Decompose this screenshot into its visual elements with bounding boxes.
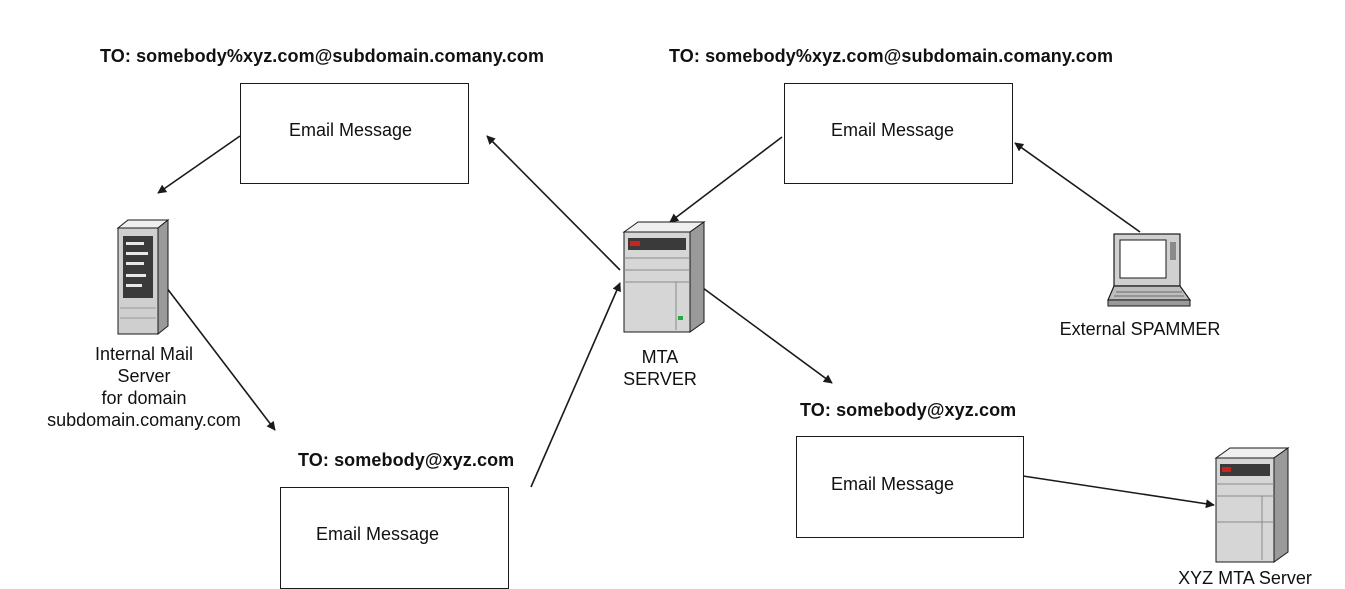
email-message-label: Email Message <box>831 474 955 494</box>
email-message-box-top-left: Email Message <box>240 83 469 184</box>
arrow-message-to-xyz-server <box>1022 475 1215 509</box>
arrow-mta-to-forward-label <box>702 287 833 384</box>
external-spammer-caption: External SPAMMER <box>1059 319 1221 339</box>
address-label-relay-left: TO: somebody%xyz.com@subdomain.comany.co… <box>100 46 545 66</box>
caption-line: SERVER <box>623 369 697 389</box>
arrow-message-to-mta <box>669 136 783 223</box>
laptop-icon <box>1107 233 1192 307</box>
caption-line: MTA <box>641 347 679 367</box>
address-label-return-left: TO: somebody@xyz.com <box>298 450 515 470</box>
caption-line: for domain <box>101 388 187 408</box>
arrow-spammer-to-message <box>1014 142 1141 233</box>
internal-mail-server-icon <box>116 218 170 336</box>
arrow-internal-server-to-message <box>162 282 276 431</box>
arrow-mta-to-message <box>486 135 621 271</box>
internal-mail-server-caption: Internal Mail Server for domain subdomai… <box>30 343 258 431</box>
address-label-forward-right: TO: somebody@xyz.com <box>800 400 1017 420</box>
mta-server-caption: MTA SERVER <box>610 346 710 390</box>
email-message-label: Email Message <box>316 524 440 544</box>
email-message-box-bottom-right: Email Message <box>796 436 1024 538</box>
email-message-box-bottom-left: Email Message <box>280 487 509 589</box>
xyz-mta-server-caption: XYZ MTA Server <box>1178 568 1312 588</box>
caption-line: Server <box>117 366 171 386</box>
address-label-relay-right: TO: somebody%xyz.com@subdomain.comany.co… <box>669 46 1114 66</box>
arrow-message-to-internal-server <box>157 135 241 194</box>
mta-server-icon <box>622 221 706 333</box>
email-message-label: Email Message <box>831 120 955 140</box>
xyz-mta-server-icon <box>1214 447 1290 563</box>
email-message-box-top-right: Email Message <box>784 83 1013 184</box>
caption-line: Internal Mail <box>94 344 194 364</box>
caption-line: subdomain.comany.com <box>47 410 241 430</box>
email-message-label: Email Message <box>289 120 413 140</box>
arrow-message-to-mta-return <box>530 282 621 488</box>
